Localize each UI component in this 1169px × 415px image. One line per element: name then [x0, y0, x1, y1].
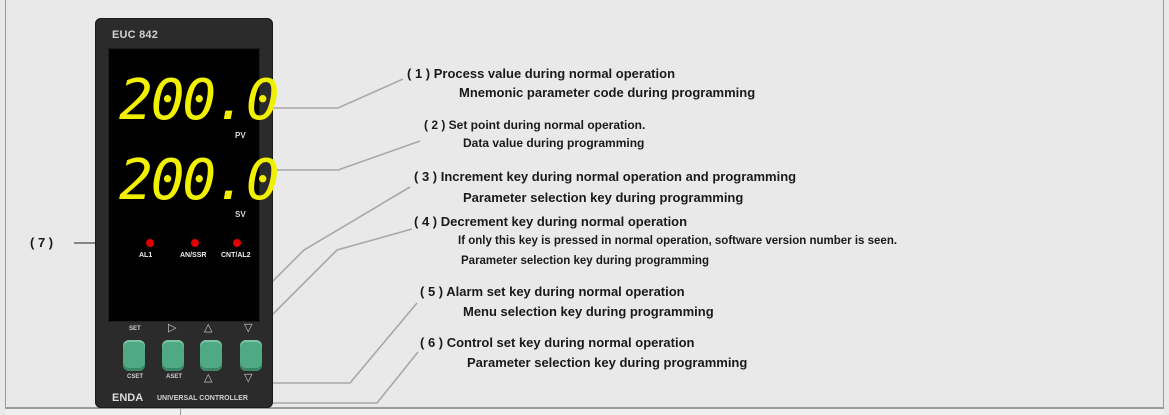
increment-key[interactable] — [200, 340, 222, 371]
callout-3-title: ( 3 ) Increment key during normal operat… — [414, 169, 797, 184]
callout-3-detail: Parameter selection key during programmi… — [463, 190, 744, 205]
callout-7-label: ( 7 ) — [30, 235, 54, 250]
aset-key-arrow-icon: ▷ — [168, 322, 177, 334]
callout-5-detail: Menu selection key during programming — [463, 304, 714, 319]
leader-line-1 — [262, 78, 404, 109]
callout-2-title: ( 2 ) Set point during normal operation. — [424, 118, 646, 132]
decrement-down-icon: ▽ — [244, 322, 253, 334]
increment-up-icon: △ — [204, 322, 213, 334]
decrement-key[interactable] — [240, 340, 262, 371]
bottom-strip — [5, 408, 1164, 415]
an-ssr-label: AN/SSR — [180, 252, 207, 259]
leader-line-4 — [244, 228, 413, 343]
callout-4-detail-2: Parameter selection key during programmi… — [461, 255, 709, 267]
callout-1-title: ( 1 ) Process value during normal operat… — [407, 66, 676, 81]
increment-up-icon-bottom: △ — [204, 372, 213, 384]
sv-label: SV — [235, 210, 246, 219]
device-subtitle: UNIVERSAL CONTROLLER — [157, 395, 248, 402]
decrement-down-icon-bottom: ▽ — [244, 372, 253, 384]
callout-5-title: ( 5 ) Alarm set key during normal operat… — [420, 284, 685, 299]
callout-2-detail: Data value during programming — [463, 136, 645, 150]
bottom-strip-divider — [180, 409, 181, 415]
callout-6-detail: Parameter selection key during programmi… — [467, 355, 748, 370]
controller-device: EUC 842 200.0 PV 200.0 SV AL1 AN/SSR CNT… — [95, 18, 280, 408]
an-ssr-led — [191, 239, 199, 247]
outer-frame — [5, 0, 1164, 408]
callout-6-title: ( 6 ) Control set key during normal oper… — [420, 335, 695, 350]
cset-key[interactable] — [123, 340, 145, 371]
cset-key-label: CSET — [127, 374, 144, 380]
display-panel: 200.0 PV 200.0 SV AL1 AN/SSR CNT/AL2 — [108, 48, 280, 322]
aset-key-label: ASET — [166, 374, 183, 380]
brand-logo: ENDA — [112, 392, 144, 404]
model-label: EUC 842 — [112, 29, 159, 41]
pv-label: PV — [235, 131, 246, 140]
aset-key[interactable] — [162, 340, 184, 371]
cnt-al2-led — [233, 239, 241, 247]
leader-line-2 — [262, 140, 421, 171]
callout-4-title: ( 4 ) Decrement key during normal operat… — [414, 214, 688, 229]
set-key-label: SET — [129, 326, 141, 332]
cnt-al2-label: CNT/AL2 — [221, 252, 251, 259]
pv-display: 200.0 — [119, 68, 280, 133]
al1-led — [146, 239, 154, 247]
callout-4-detail: If only this key is pressed in normal op… — [458, 235, 898, 247]
callout-1-detail: Mnemonic parameter code during programmi… — [459, 85, 756, 100]
sv-display: 200.0 — [119, 148, 280, 213]
al1-label: AL1 — [139, 252, 153, 259]
